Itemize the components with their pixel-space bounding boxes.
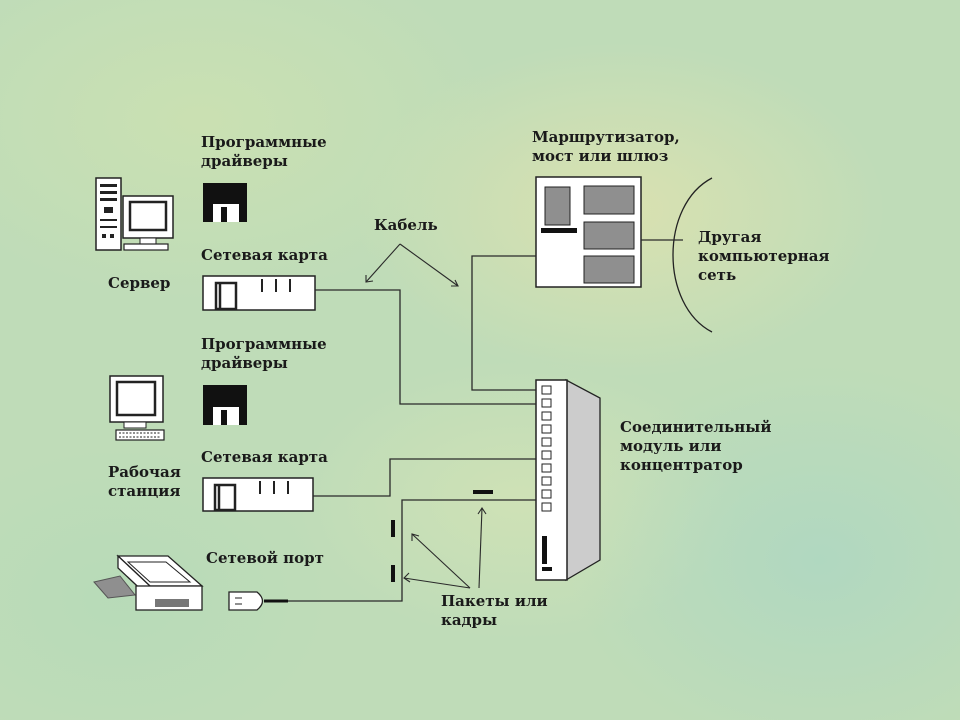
- packets-label: Пакеты или кадры: [441, 592, 548, 629]
- floppy-disk-icon: [203, 183, 247, 222]
- network-boundary-arc: [672, 177, 713, 333]
- router-label: Маршрутизатор, мост или шлюз: [532, 128, 680, 165]
- server-icon: [95, 177, 174, 251]
- network-card-icon: [202, 477, 314, 512]
- floppy-disk-icon: [203, 385, 247, 425]
- hub-label: Соединительный модуль или концентратор: [620, 418, 772, 474]
- network-card-label: Сетевая карта: [201, 448, 328, 466]
- hub-icon: [535, 378, 601, 582]
- printer-icon: [93, 554, 204, 611]
- workstation-label: Рабочая станция: [108, 463, 181, 500]
- network-port-label: Сетевой порт: [206, 549, 324, 567]
- network-card-label: Сетевая карта: [201, 246, 328, 264]
- drivers-label: Программные драйверы: [201, 133, 327, 170]
- pointer-arrows: [365, 243, 487, 589]
- cable-lines: [288, 239, 683, 602]
- network-port-icon: [228, 591, 288, 611]
- packet-markers: [391, 490, 493, 582]
- server-label: Сервер: [108, 274, 171, 292]
- network-card-icon: [202, 275, 316, 311]
- workstation-icon: [109, 375, 165, 441]
- router-icon: [535, 176, 642, 288]
- cable-label: Кабель: [374, 216, 438, 234]
- other-network-label: Другая компьютерная сеть: [698, 228, 830, 284]
- drivers-label: Программные драйверы: [201, 335, 327, 372]
